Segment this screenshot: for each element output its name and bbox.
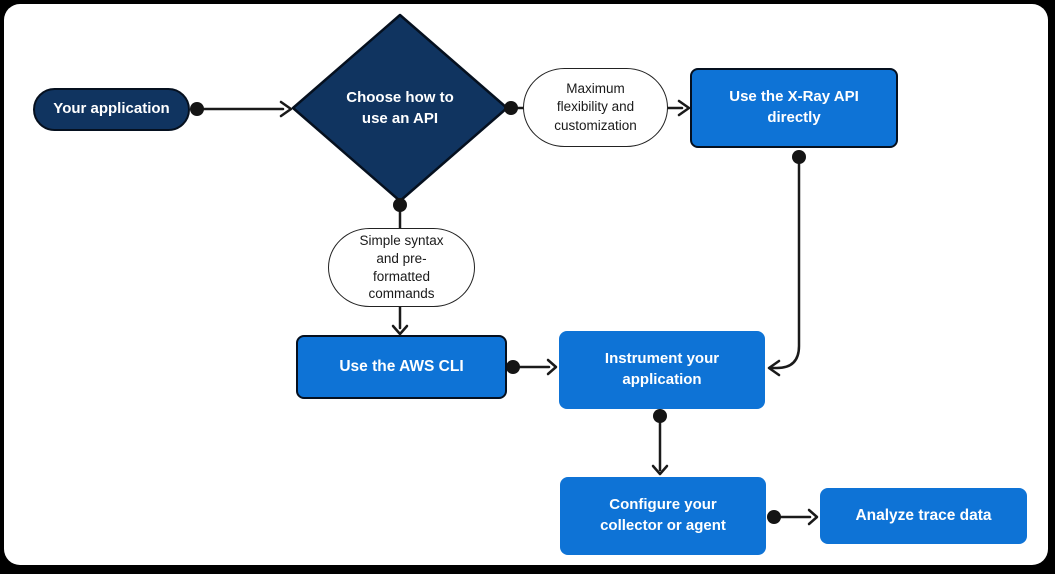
arrowhead [546,358,558,376]
connector-xray-to-instrument [769,162,801,370]
junction-dot [792,150,806,164]
node-decision-label: Choose how to use an API [346,89,454,127]
arrowhead [767,359,781,377]
node-analyze-trace-data: Analyze trace data [820,488,1027,544]
arrowhead [391,324,409,336]
junction-dot [393,198,407,212]
junction-dot [506,360,520,374]
node-configure-collector: Configure your collector or agent [560,477,766,555]
node-instrument-application: Instrument your application [559,331,765,409]
junction-dot [653,409,667,423]
arrowhead [677,99,691,117]
arrowhead [279,100,293,118]
node-use-aws-cli: Use the AWS CLI [296,335,507,399]
node-your-application: Your application [33,88,190,131]
arrowhead [651,464,669,476]
arrowhead [807,508,819,526]
node-use-xray-api: Use the X-Ray API directly [690,68,898,148]
junction-dot [767,510,781,524]
junction-dot [504,101,518,115]
node-simple-syntax: Simple syntax and pre- formatted command… [328,228,475,307]
node-maximum-flexibility: Maximum flexibility and customization [523,68,668,147]
junction-dot [190,102,204,116]
